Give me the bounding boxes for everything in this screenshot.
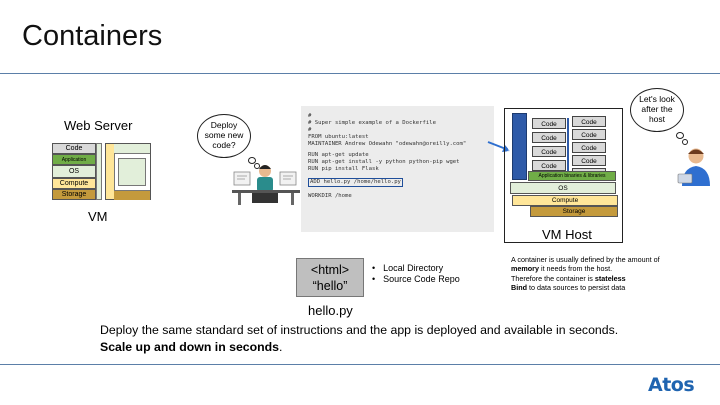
admin-user-icon	[677, 148, 710, 186]
note-bind-rest: to data sources to persist data	[526, 283, 626, 293]
host-os-layer: OS	[510, 182, 616, 194]
docker-label: Docker	[507, 135, 514, 155]
thought-dot-right-2	[682, 139, 688, 145]
code-line: RUN pip install Flask	[308, 166, 379, 173]
hello-filename: hello.py	[308, 303, 353, 318]
slide-title: Containers	[22, 20, 163, 52]
vm-second-stack	[105, 143, 151, 200]
summary-line-2: Scale up and down in seconds.	[100, 339, 618, 356]
vm-label: VM	[88, 209, 108, 224]
note-line-4: Bind to data sources to persist data	[511, 283, 711, 292]
code-line: FROM ubuntu:latest	[308, 133, 369, 140]
container-code-cell: Code	[572, 155, 606, 166]
container-code-cell: Code	[572, 116, 606, 127]
container-code-cell: Code	[532, 160, 566, 171]
bullet-item: Source Code Repo	[372, 274, 460, 285]
thought-right-line3: host	[648, 114, 666, 124]
vm-host-label: VM Host	[542, 227, 592, 242]
note-memory: memory	[511, 264, 539, 274]
note-stateless-pre: Therefore the container is	[511, 273, 595, 283]
note-line-2: memory it needs from the host.	[511, 264, 711, 273]
container-code-cell: Code	[532, 132, 566, 143]
code-line: MAINTAINER Andrew Odewahn "odewahn@oreil…	[308, 140, 467, 147]
source-bullets: Local Directory Source Code Repo	[372, 263, 460, 285]
vm-layer-storage: Storage	[52, 189, 96, 200]
hello-file-preview: <html> “hello”	[296, 258, 364, 297]
thought-left-line2: some new	[204, 130, 244, 140]
container-separator	[567, 118, 569, 171]
hello-line2: “hello”	[312, 279, 348, 293]
container-code-col-2: Code Code Code Code Code	[572, 116, 606, 179]
note-stateless: stateless	[594, 273, 626, 283]
vm-second-os-band	[114, 144, 150, 154]
container-code-cell: Code	[532, 146, 566, 157]
web-server-label: Web Server	[64, 118, 133, 133]
app-libs-layer: Application binaries & libraries	[528, 171, 616, 181]
add-line-highlight: ADD hello.py /home/hello.py	[308, 178, 403, 188]
docker-engine: Docker	[508, 113, 527, 180]
vm-layer-code: Code	[52, 143, 96, 154]
code-line: #	[308, 113, 312, 119]
container-code-cell: Code	[572, 129, 606, 140]
summary-scale: Scale up and down in seconds	[100, 340, 280, 354]
host-storage-layer: Storage	[530, 206, 618, 217]
host-compute-layer: Compute	[512, 195, 618, 206]
dockerfile-code-block: # # Super simple example of a Dockerfile…	[301, 106, 494, 232]
thought-left-line1: Deploy	[210, 120, 238, 130]
note-line-3: Therefore the container is stateless	[511, 274, 711, 283]
vm-second-compute-strip	[106, 144, 115, 199]
code-line-add: ADD hello.py /home/hello.py	[308, 178, 494, 188]
footer-divider	[0, 364, 720, 365]
vm-second-inner	[118, 158, 146, 186]
vm-stack: Code Application OS Compute Storage	[52, 143, 96, 200]
code-line: WORKDIR /home	[308, 193, 352, 200]
vm-os-side-strip	[96, 143, 102, 200]
code-line: # Super simple example of a Dockerfile	[308, 119, 436, 126]
thought-right-line2: after the	[641, 104, 673, 114]
bullet-item: Local Directory	[372, 263, 460, 274]
vm-host-frame	[504, 108, 623, 243]
vm-second-storage-band	[114, 190, 150, 200]
note-bind: Bind	[511, 283, 527, 293]
vm-layer-compute: Compute	[52, 178, 96, 189]
developer-at-desk-icon	[232, 165, 300, 205]
note-memory-rest: it needs from the host.	[538, 264, 613, 274]
vm-layer-application: Application	[52, 154, 96, 165]
hello-line1: <html>	[310, 263, 350, 277]
container-code-cell: Code	[572, 142, 606, 153]
summary-period: .	[279, 340, 283, 354]
thought-dot-right-1	[676, 132, 684, 139]
summary-line-1: Deploy the same standard set of instruct…	[100, 323, 619, 337]
thought-right-line1: Let's look	[639, 94, 675, 104]
atos-logo: Atos	[648, 374, 695, 396]
thought-dot-left-1	[248, 157, 256, 164]
vm-layer-os: OS	[52, 165, 96, 178]
note-line-1: A container is usually defined by the am…	[511, 255, 660, 264]
container-code-col-1: Code Code Code Code	[532, 118, 566, 171]
thought-bubble-right: Let's look after the host	[630, 88, 684, 132]
summary-text: Deploy the same standard set of instruct…	[100, 322, 618, 356]
code-line: #	[308, 126, 312, 133]
title-divider	[0, 73, 720, 74]
thought-bubble-left: Deploy some new code?	[197, 114, 251, 158]
container-code-cell: Code	[532, 118, 566, 129]
thought-left-line3: code?	[212, 140, 236, 150]
code-line: RUN apt-get update	[308, 152, 369, 159]
thought-dot-left-2	[254, 163, 260, 169]
code-line: RUN apt-get install -y python python-pip…	[308, 159, 460, 166]
container-notes: A container is usually defined by the am…	[511, 255, 711, 293]
